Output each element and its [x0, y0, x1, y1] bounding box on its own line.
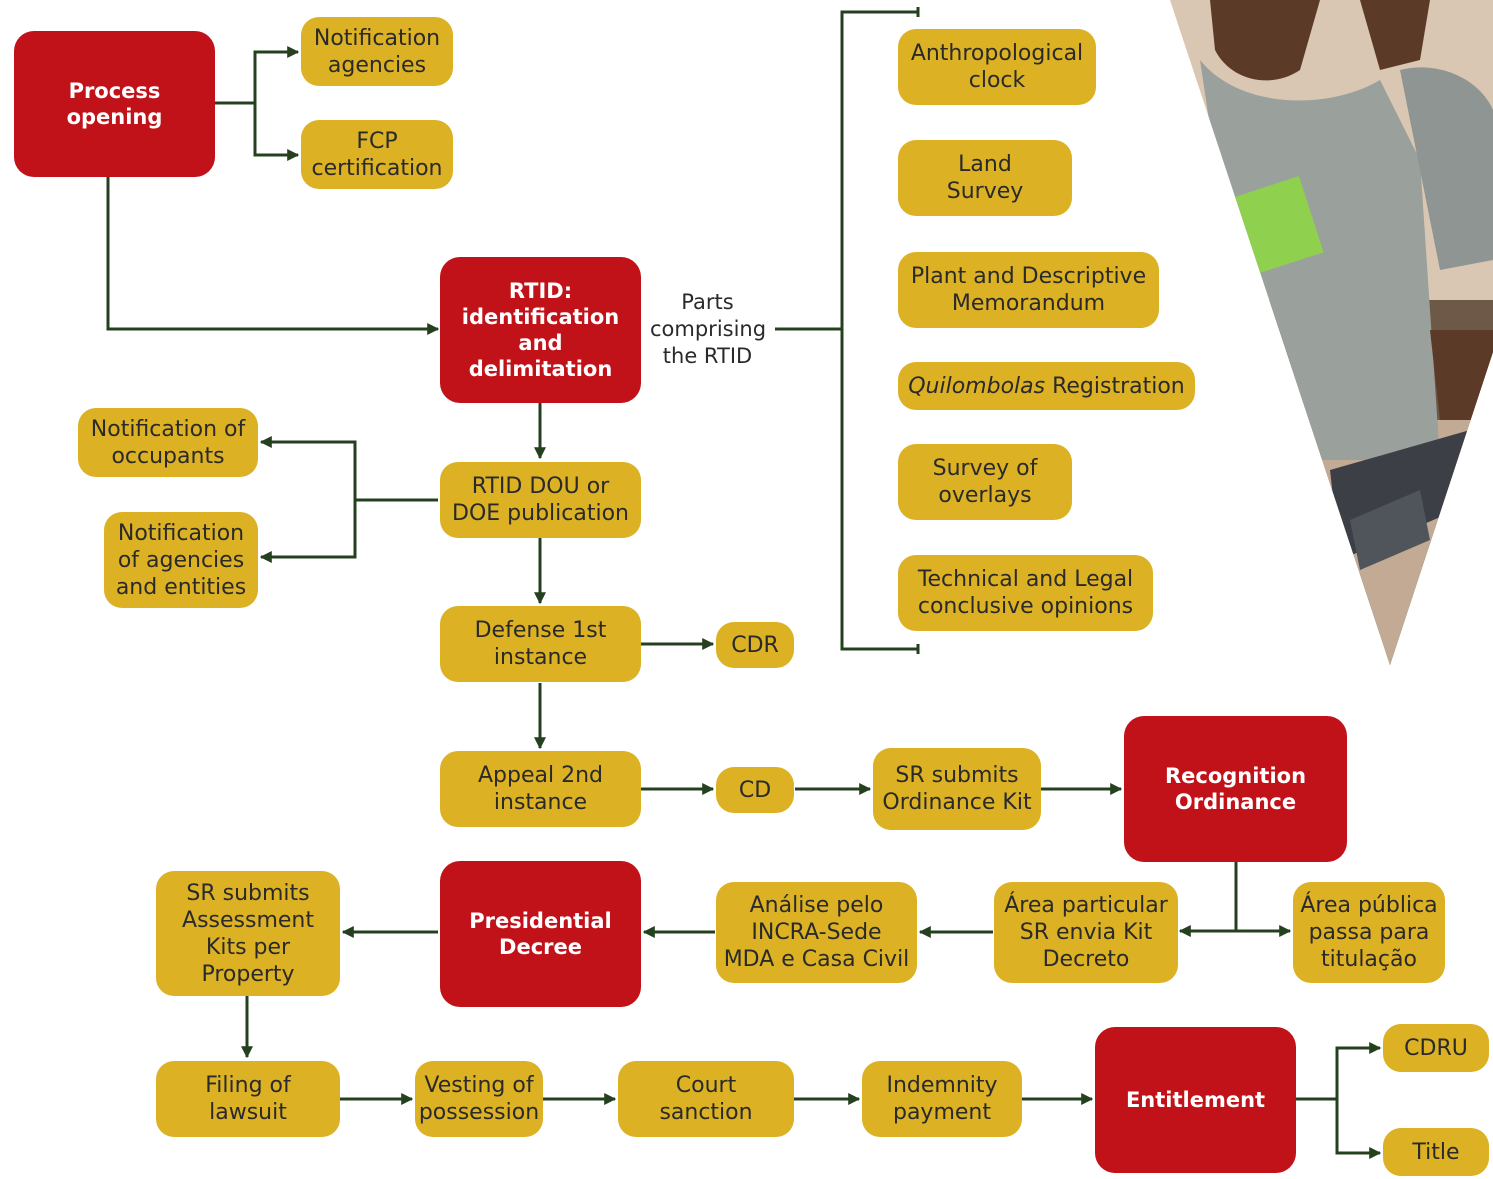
connector-to-occupants: [259, 436, 357, 500]
quilombolas-italic-text: Quilombolas: [908, 373, 1046, 399]
area-publica-box: Área pública passa para titulação: [1293, 882, 1445, 983]
plant-memorandum-box: Plant and Descriptive Memorandum: [898, 252, 1159, 328]
recognition-ordinance-box: Recognition Ordinance: [1124, 716, 1347, 862]
rtid-publication-box: RTID DOU or DOE publication: [440, 462, 641, 538]
cdru-box: CDRU: [1383, 1024, 1489, 1072]
connector-to-cdru: [1335, 1042, 1382, 1099]
entitlement-box: Entitlement: [1095, 1027, 1296, 1173]
connector-to-title: [1335, 1099, 1382, 1159]
notification-agencies-box: Notification agencies: [301, 17, 453, 86]
anthropological-clock-box: Anthropological clock: [898, 29, 1096, 105]
title-box: Title: [1383, 1128, 1489, 1176]
rtid-box: RTID: identification and delimitation: [440, 257, 641, 403]
technical-legal-box: Technical and Legal conclusive opinions: [898, 555, 1153, 631]
sr-assessment-kits-box: SR submits Assessment Kits per Property: [156, 871, 340, 996]
appeal-2nd-box: Appeal 2nd instance: [440, 751, 641, 827]
connector-process-to-rtid: [106, 177, 440, 335]
notification-occupants-box: Notification of occupants: [78, 408, 258, 477]
area-particular-box: Área particular SR envia Kit Decreto: [994, 882, 1178, 983]
cdr-box: CDR: [716, 622, 794, 668]
sr-ordinance-kit-box: SR submits Ordinance Kit: [873, 748, 1041, 830]
quilombolas-registration-box: Quilombolas Registration: [898, 362, 1195, 410]
connector-to-notification-agencies: [253, 46, 300, 103]
court-sanction-box: Court sanction: [618, 1061, 794, 1137]
cd-box: CD: [716, 767, 794, 813]
fcp-certification-box: FCP certification: [301, 120, 453, 189]
connector-to-fcp: [253, 103, 300, 161]
survey-overlays-box: Survey of overlays: [898, 444, 1072, 520]
registration-text: Registration: [1045, 373, 1185, 399]
defense-1st-box: Defense 1st instance: [440, 606, 641, 682]
notification-agencies-entities-box: Notification of agencies and entities: [104, 512, 258, 608]
land-survey-box: Land Survey: [898, 140, 1072, 216]
analise-incra-box: Análise pelo INCRA-Sede MDA e Casa Civil: [716, 882, 917, 983]
process-opening-box: Process opening: [14, 31, 215, 177]
parts-bracket: [840, 10, 918, 651]
filing-lawsuit-box: Filing of lawsuit: [156, 1061, 340, 1137]
connector-to-agencies-entities: [259, 500, 357, 563]
presidential-decree-box: Presidential Decree: [440, 861, 641, 1007]
parts-caption: Parts comprising the RTID: [650, 290, 767, 368]
vesting-possession-box: Vesting of possession: [415, 1061, 543, 1137]
indemnity-payment-box: Indemnity payment: [862, 1061, 1022, 1137]
